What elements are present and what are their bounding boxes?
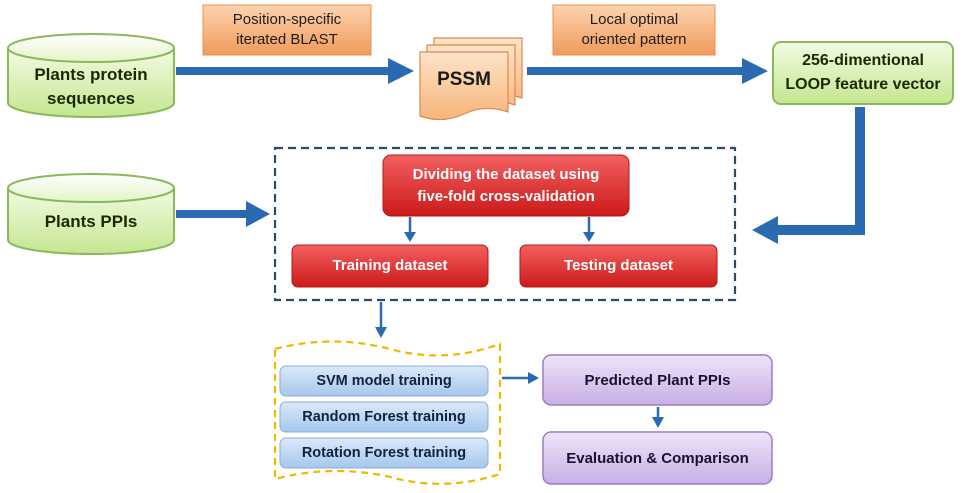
lop-label: Local optimal oriented pattern xyxy=(581,11,687,48)
protein-sequences-label: Plants protein sequences xyxy=(34,65,148,108)
models-frame xyxy=(273,340,502,485)
predicted-label: Predicted Plant PPIs xyxy=(584,371,731,389)
ppis-label: Plants PPIs xyxy=(44,212,138,231)
dividing-box xyxy=(382,154,630,217)
pssm-document-stack xyxy=(419,37,523,121)
random-forest-label: Random Forest training xyxy=(302,409,466,425)
ppis-cylinder xyxy=(7,173,175,255)
lop-box xyxy=(552,4,716,56)
evaluation-box xyxy=(542,431,773,485)
dividing-label: Dividing the dataset using five-fold cro… xyxy=(412,165,600,205)
arrow-feature-vector-to-frame xyxy=(752,107,865,244)
random-forest-box xyxy=(279,401,489,433)
feature-vector-label: 256-dimentional LOOP feature vector xyxy=(785,52,941,93)
testing-dataset-box xyxy=(519,244,718,288)
testing-dataset-label: Testing dataset xyxy=(564,257,673,274)
arrow-pssm-to-feature-vector xyxy=(527,58,768,84)
dataset-frame xyxy=(273,146,737,302)
rotation-forest-box xyxy=(279,437,489,469)
blast-label: Position-specific iterated BLAST xyxy=(232,11,342,48)
training-dataset-box xyxy=(291,244,489,288)
training-dataset-label: Training dataset xyxy=(332,257,448,274)
small-arrows xyxy=(375,217,664,428)
protein-sequences-cylinder xyxy=(7,33,175,118)
blast-box xyxy=(202,4,372,56)
pssm-label: PSSM xyxy=(437,69,491,90)
predicted-box xyxy=(542,354,773,406)
svm-label: SVM model training xyxy=(316,373,452,389)
evaluation-label: Evaluation & Comparison xyxy=(566,449,749,467)
big-arrows xyxy=(176,58,865,244)
arrow-sequences-to-pssm xyxy=(176,58,414,84)
arrow-ppis-to-frame xyxy=(176,201,270,227)
rotation-forest-label: Rotation Forest training xyxy=(301,445,467,461)
feature-vector-box xyxy=(772,41,954,105)
svm-box xyxy=(279,365,489,397)
